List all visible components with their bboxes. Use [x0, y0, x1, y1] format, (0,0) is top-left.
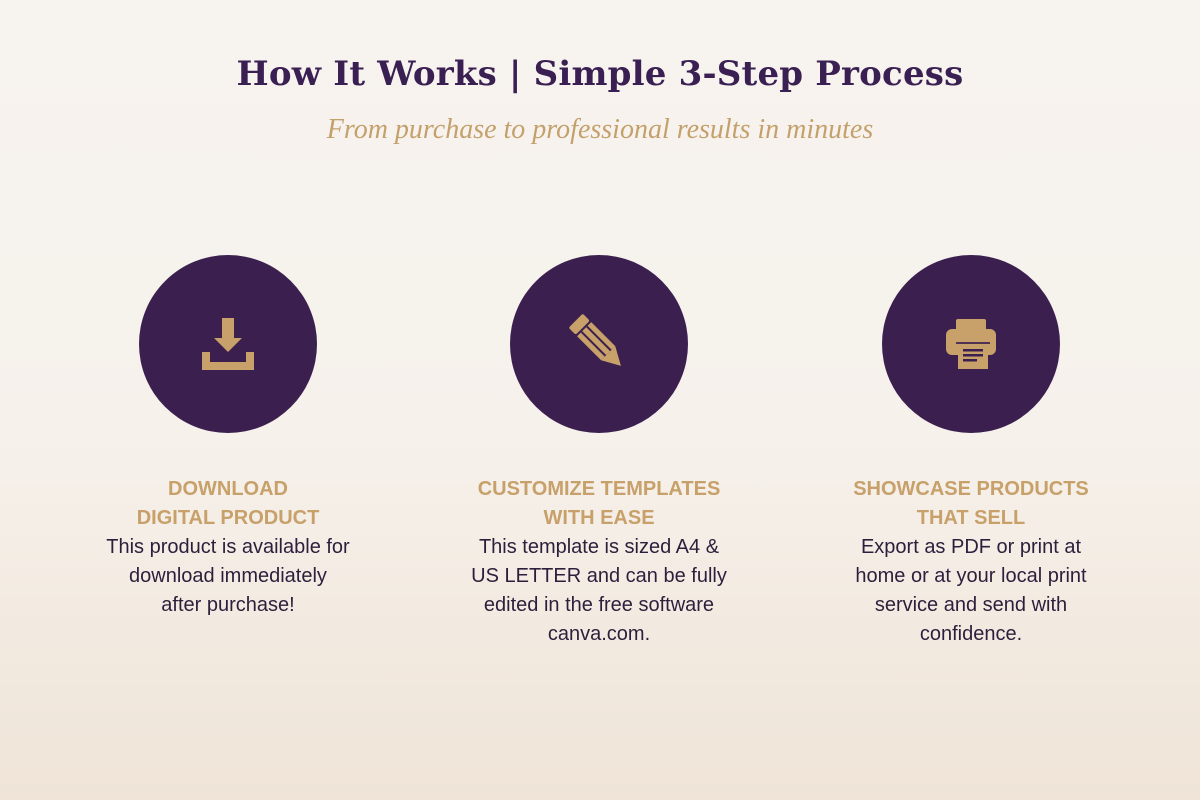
step-description: This product is available for download i… [63, 533, 393, 620]
step-title-line: WITH EASE [543, 507, 655, 529]
step-title: SHOWCASE PRODUCTS THAT SELL [806, 475, 1136, 533]
step-title-line: DIGITAL PRODUCT [136, 507, 320, 529]
step-icon-circle [882, 255, 1060, 433]
step-customize: CUSTOMIZE TEMPLATES WITH EASE This templ… [434, 255, 764, 649]
step-title-line: THAT SELL [916, 507, 1026, 529]
step-description: This template is sized A4 & US LETTER an… [434, 533, 764, 649]
step-description-line: canva.com. [547, 623, 651, 645]
step-title-line: SHOWCASE PRODUCTS [853, 478, 1089, 500]
step-description-line: download immediately [129, 565, 327, 587]
page-title: How It Works | Simple 3-Step Process [236, 54, 964, 94]
step-title-line: DOWNLOAD [168, 478, 288, 500]
step-description-line: home or at your local print [855, 565, 1087, 587]
step-description-line: edited in the free software [483, 594, 715, 616]
step-description-line: This product is available for [106, 536, 350, 558]
step-description-line: Export as PDF or print at [860, 536, 1082, 558]
step-icon-circle [139, 255, 317, 433]
printer-icon [946, 319, 996, 369]
step-description-line: service and send with [874, 594, 1068, 616]
step-title: DOWNLOAD DIGITAL PRODUCT [63, 475, 393, 533]
step-title: CUSTOMIZE TEMPLATES WITH EASE [434, 475, 764, 533]
step-icon-circle [510, 255, 688, 433]
page-subtitle: From purchase to professional results in… [326, 114, 874, 145]
step-description: Export as PDF or print at home or at you… [806, 533, 1136, 649]
download-icon [202, 318, 254, 370]
step-description-line: confidence. [919, 623, 1023, 645]
step-title-line: CUSTOMIZE TEMPLATES [477, 478, 721, 500]
step-description-line: US LETTER and can be fully [471, 565, 727, 587]
step-showcase: SHOWCASE PRODUCTS THAT SELL Export as PD… [806, 255, 1136, 649]
pencil-icon [569, 314, 621, 366]
step-description-line: after purchase! [161, 594, 295, 616]
step-download: DOWNLOAD DIGITAL PRODUCT This product is… [63, 255, 393, 620]
step-description-line: This template is sized A4 & [478, 536, 720, 558]
